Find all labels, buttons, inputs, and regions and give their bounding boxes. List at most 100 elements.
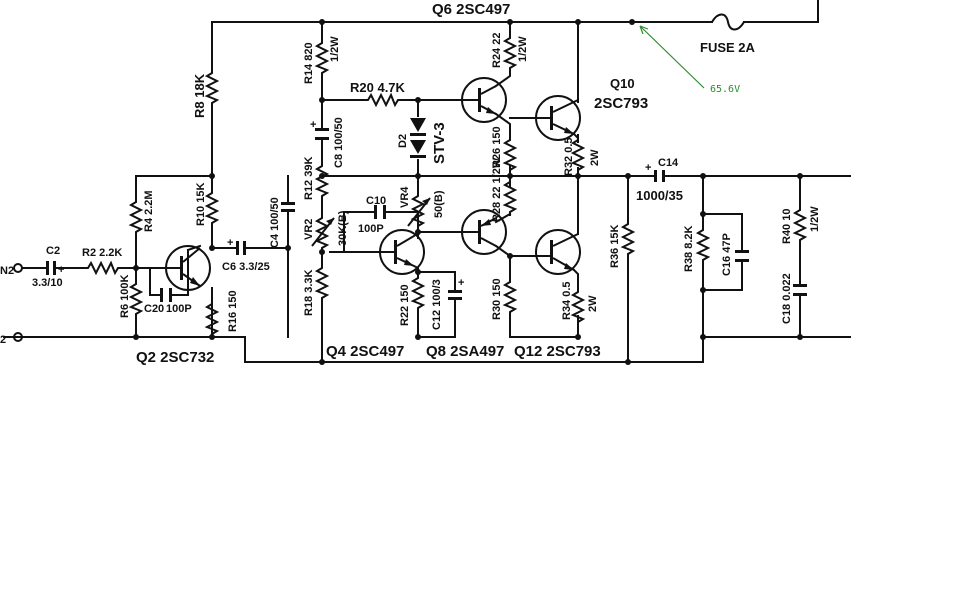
label-r14: R14 820: [303, 42, 315, 84]
resistor-r36: [622, 217, 634, 259]
transistor-q12: [535, 229, 581, 275]
svg-text:+: +: [645, 162, 651, 174]
svg-text:+: +: [458, 277, 464, 289]
label-c18: C18 0.022: [781, 273, 793, 324]
resistor-r8: [206, 66, 218, 108]
label-r32-w: 2W: [589, 149, 601, 166]
label-c20-val: 100P: [166, 303, 192, 315]
label-r34: R34 0.5: [561, 281, 573, 320]
label-c12: C12 100/3: [431, 279, 443, 330]
fuse: [711, 13, 745, 31]
resistor-r10: [206, 186, 218, 228]
label-vr2-val: 30K(B): [337, 210, 349, 246]
label-r18: R18 3.3K: [303, 269, 315, 316]
label-r12: R12 39K: [303, 157, 315, 200]
resistor-r38: [697, 223, 709, 265]
label-c20: C20: [144, 303, 164, 315]
transistor-q6: [461, 77, 507, 123]
label-q6: Q6 2SC497: [432, 1, 510, 18]
label-r34-w: 2W: [587, 295, 599, 312]
capacitor-c4: [281, 202, 295, 212]
label-d2: D2: [397, 134, 409, 148]
voltage-annotation: [639, 25, 705, 89]
capacitor-c14: [654, 170, 665, 182]
label-vr4-val: 50(B): [433, 190, 445, 218]
label-r40-w: 1/2W: [809, 206, 821, 232]
capacitor-c20: [160, 288, 172, 302]
capacitor-c18: [793, 284, 807, 296]
resistor-r12: [316, 159, 328, 201]
resistor-r4: [130, 195, 142, 237]
label-r20: R20 4.7K: [350, 80, 406, 95]
resistor-r40: [794, 203, 806, 245]
label-r4: R4 2.2M: [143, 190, 155, 232]
label-q4: Q4 2SC497: [326, 343, 404, 360]
label-r22: R22 150: [399, 284, 411, 326]
capacitor-c8: [315, 128, 329, 140]
label-c2: C2: [46, 245, 60, 257]
label-q10: Q10: [610, 76, 635, 91]
label-r36: R36 15K: [609, 225, 621, 268]
label-r28: R28 22 1/2W: [491, 157, 503, 222]
junction-dots: [133, 19, 803, 365]
label-r38: R38 8.2K: [683, 225, 695, 272]
labels: Q6 2SC497 FUSE 2A 65.6V Q10 2SC793 R8 18…: [0, 1, 821, 366]
resistor-r22: [412, 271, 424, 313]
label-fuse: FUSE 2A: [700, 40, 756, 55]
transistors: [165, 77, 581, 291]
resistors: [81, 31, 806, 339]
label-c6: C6 3.3/25: [222, 261, 270, 273]
label-r14-w: 1/2W: [329, 36, 341, 62]
label-vr4: VR4: [399, 186, 411, 208]
label-r24-w: 1/2W: [517, 36, 529, 62]
capacitor-c12: [448, 290, 462, 300]
label-c8: C8 100/50: [333, 117, 345, 168]
transistor-q10: [535, 95, 581, 141]
label-r2: R2 2.2K: [82, 247, 122, 259]
label-c10: C10: [366, 195, 386, 207]
resistor-r24: [504, 31, 516, 73]
transistor-q2: [165, 245, 211, 291]
resistor-r20: [361, 94, 403, 106]
svg-text:+: +: [310, 119, 316, 131]
transistor-q4: [379, 229, 425, 275]
label-r26: R26 150: [491, 126, 503, 168]
resistor-r18: [316, 261, 328, 303]
capacitor-c6: [236, 241, 246, 255]
label-c10-val: 100P: [358, 223, 384, 235]
label-q8: Q8 2SA497: [426, 343, 504, 360]
resistor-r2: [81, 262, 123, 274]
label-q10-part: 2SC793: [594, 95, 648, 112]
svg-text:+: +: [58, 264, 64, 276]
label-c2-val: 3.3/10: [32, 277, 63, 289]
label-c16: C16 47P: [721, 233, 733, 276]
label-r30: R30 150: [491, 278, 503, 320]
label-r24: R24 22: [491, 33, 503, 68]
label-c4: C4 100/50: [269, 197, 281, 248]
resistor-r30: [504, 275, 516, 317]
label-r8: R8 18K: [192, 73, 207, 118]
label-n2-a: N2: [0, 265, 14, 277]
capacitor-c16: [735, 250, 749, 262]
capacitors: + + + + +: [46, 119, 807, 302]
svg-text:+: +: [227, 237, 233, 249]
label-r40: R40 10: [781, 209, 793, 244]
capacitor-c2: [46, 261, 56, 275]
label-q12: Q12 2SC793: [514, 343, 601, 360]
label-r16: R16 150: [227, 290, 239, 332]
label-q2: Q2 2SC732: [136, 349, 214, 366]
label-c14-val: 1000/35: [636, 188, 683, 203]
label-voltage: 65.6V: [710, 84, 740, 95]
label-vr2: VR2: [303, 219, 315, 240]
capacitor-c10: [374, 205, 386, 219]
diode-d2: [410, 118, 426, 158]
label-n2-b: 2: [0, 334, 6, 346]
label-c14: C14: [658, 157, 679, 169]
label-r10: R10 15K: [195, 183, 207, 226]
transistor-q8: [461, 209, 507, 255]
label-r32: R32 0.5: [563, 137, 575, 176]
resistor-r6: [130, 277, 142, 319]
resistor-r14: [316, 36, 328, 78]
label-d2-part: STV-3: [431, 122, 448, 164]
